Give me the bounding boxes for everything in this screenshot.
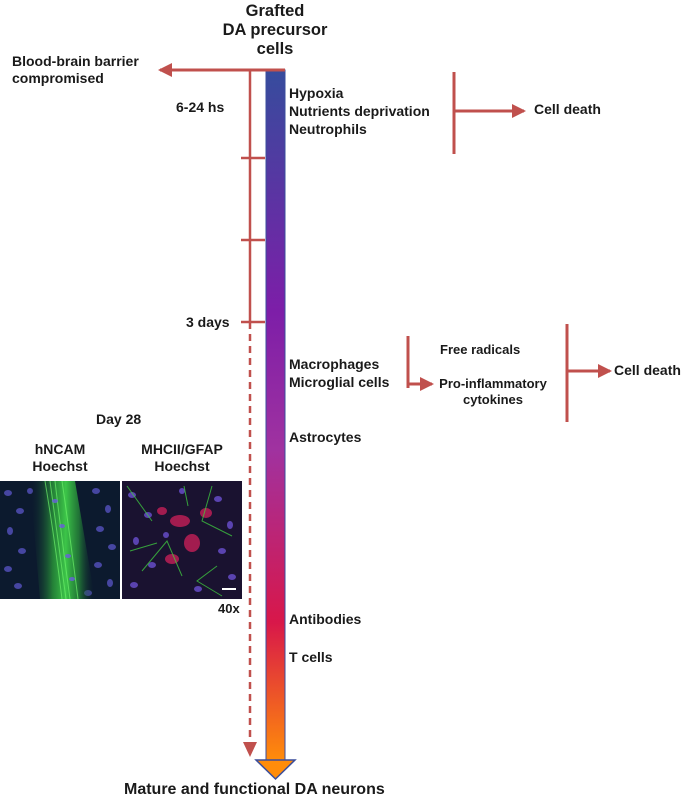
right-stain-line-2: Hoechst: [154, 458, 210, 474]
mature-neurons-label: Mature and functional DA neurons: [124, 781, 385, 798]
left-stain-line-2: Hoechst: [32, 458, 88, 474]
bbb-label-line-2: compromised: [12, 70, 104, 86]
bbb-label-line-1: Blood-brain barrier: [12, 53, 139, 69]
factor-neutrophils: Neutrophils: [289, 121, 367, 137]
early-cell-death-label: Cell death: [534, 101, 601, 117]
cell-microglial: Microglial cells: [289, 374, 390, 390]
antibodies-label: Antibodies: [289, 611, 362, 627]
timepoint-6-24hs: 6-24 hs: [176, 99, 225, 115]
early-factors-list: Hypoxia Nutrients deprivation Neutrophil…: [289, 84, 430, 138]
free-radicals-label: Free radicals: [440, 342, 521, 357]
grafted-cells-label: Grafted DA precursor cells: [200, 2, 350, 59]
astrocytes-label: Astrocytes: [289, 429, 362, 445]
late-cell-death-label: Cell death: [614, 362, 681, 378]
top-label-line-2: DA precursor: [222, 21, 328, 39]
top-label-line-1: Grafted: [245, 2, 305, 20]
magnification-label: 40x: [218, 601, 240, 616]
factor-hypoxia: Hypoxia: [289, 85, 344, 101]
cytokines-line-1: Pro-inflammatory: [439, 376, 547, 391]
t-cells-label: T cells: [289, 649, 333, 665]
day-28-label: Day 28: [96, 411, 142, 427]
factor-nutrients-deprivation: Nutrients deprivation: [289, 103, 430, 119]
early-cell-death-connector: [452, 72, 526, 154]
bbb-label: Blood-brain barrier compromised: [12, 53, 139, 87]
immune-cells-list: Macrophages Microglial cells: [289, 355, 389, 391]
timeline: [241, 70, 265, 757]
cell-macrophages: Macrophages: [289, 356, 380, 372]
late-cell-death-connector: [565, 324, 612, 422]
right-stain-label: MHCII/GFAP Hoechst: [121, 441, 243, 475]
timepoint-3-days: 3 days: [186, 314, 230, 330]
maturation-gradient-arrow: [254, 69, 297, 781]
hncam-micrograph: [0, 481, 120, 599]
left-stain-label: hNCAM Hoechst: [0, 441, 120, 475]
mhcii-gfap-micrograph: [122, 481, 242, 599]
cytokines-label: Pro-inflammatory cytokines: [438, 376, 548, 408]
immune-connector: [406, 336, 434, 391]
cytokines-line-2: cytokines: [463, 392, 523, 407]
left-stain-line-1: hNCAM: [34, 441, 86, 457]
top-label-line-3: cells: [256, 40, 294, 58]
right-stain-line-1: MHCII/GFAP: [141, 441, 223, 457]
